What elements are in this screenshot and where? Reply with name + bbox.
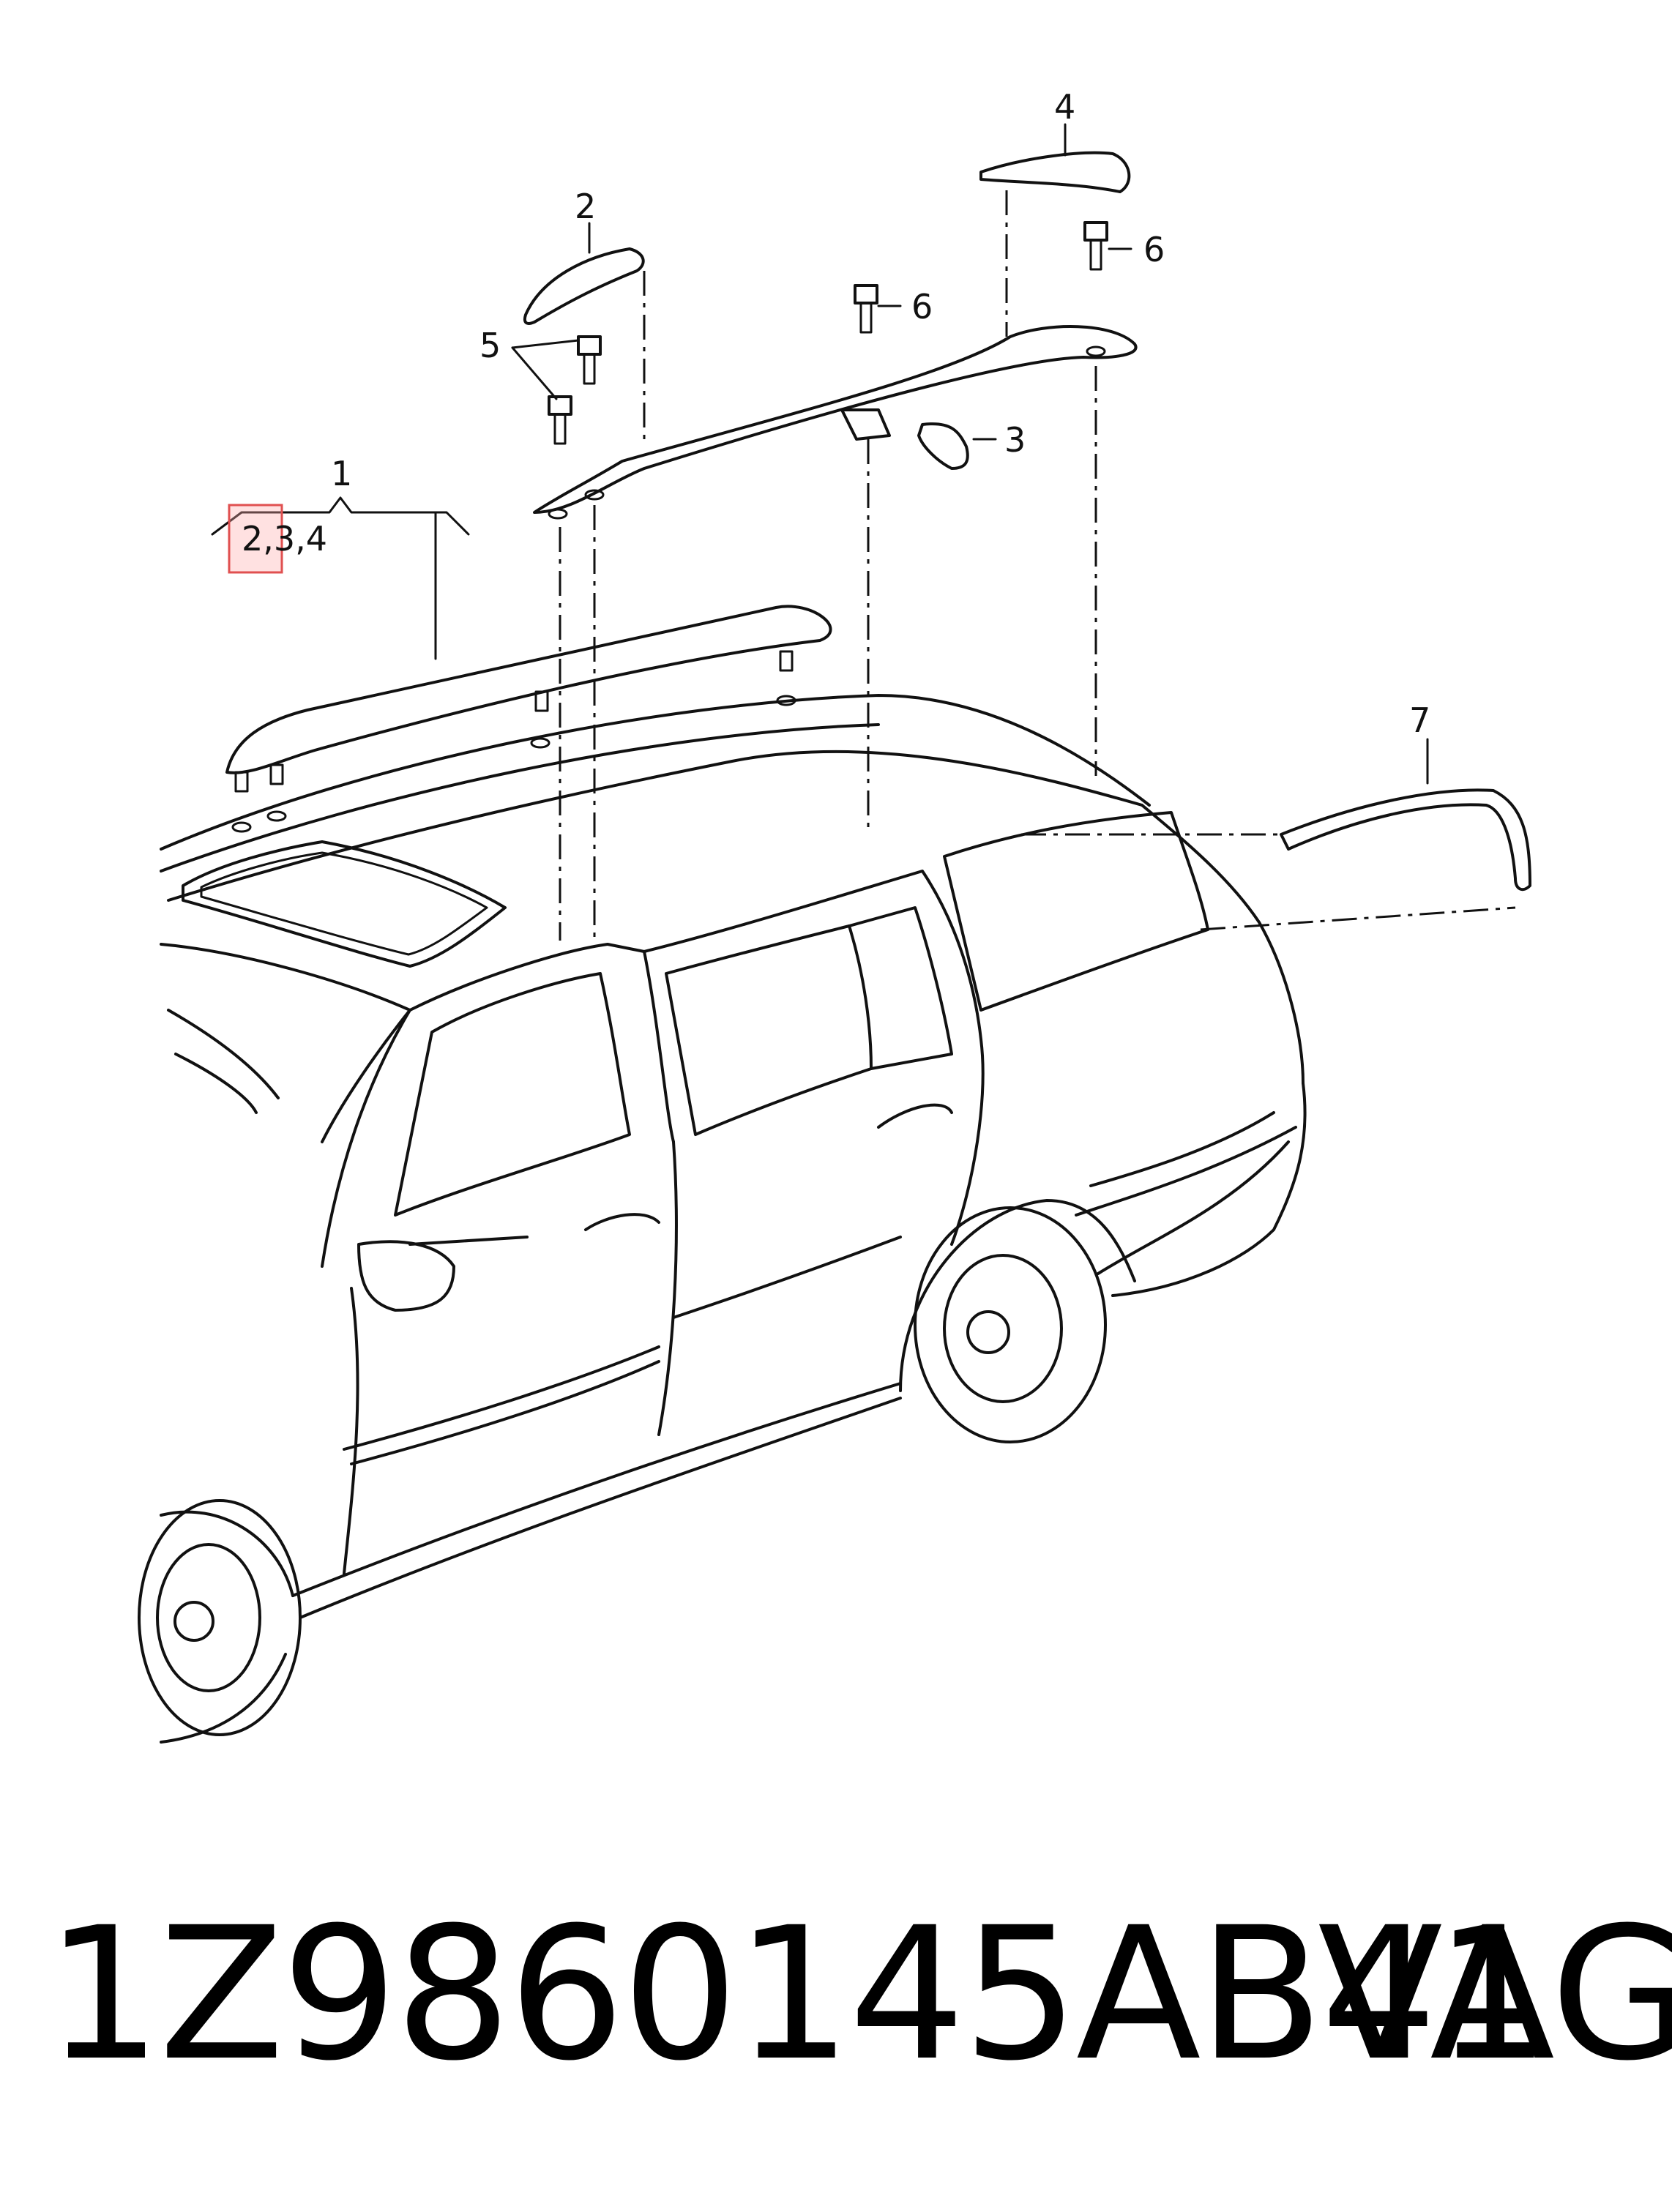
roof-rail-exploded-diagram: 1 2,3,4 2 3 4 5 6 6 7 — [138, 87, 1531, 1744]
callout-6-rear: 6 — [1143, 230, 1165, 269]
brand-name: VAG — [1318, 1888, 1672, 2101]
part-number: 1Z9860145AB41 — [45, 1888, 1550, 2101]
leader-lines — [211, 123, 1429, 785]
callout-3: 3 — [1004, 420, 1026, 460]
rear-end-cap — [979, 151, 1131, 193]
callout-highlight — [228, 504, 283, 574]
callout-2: 2 — [575, 187, 596, 226]
roof-seal — [1280, 788, 1531, 892]
car-body-outline — [138, 694, 1307, 1744]
roof-rail-exploded — [533, 325, 1138, 520]
front-end-cap — [523, 247, 645, 325]
installation-lines — [559, 190, 1516, 941]
center-cover — [917, 422, 969, 470]
roof-rail-assembly — [225, 605, 832, 833]
callout-6-center: 6 — [911, 287, 933, 326]
callout-1: 1 — [331, 454, 352, 493]
callout-2-3-4: 2,3,4 — [242, 519, 327, 558]
bolts — [548, 221, 1108, 445]
callout-7: 7 — [1409, 700, 1430, 740]
callout-5: 5 — [479, 326, 501, 365]
callout-4: 4 — [1054, 87, 1075, 127]
